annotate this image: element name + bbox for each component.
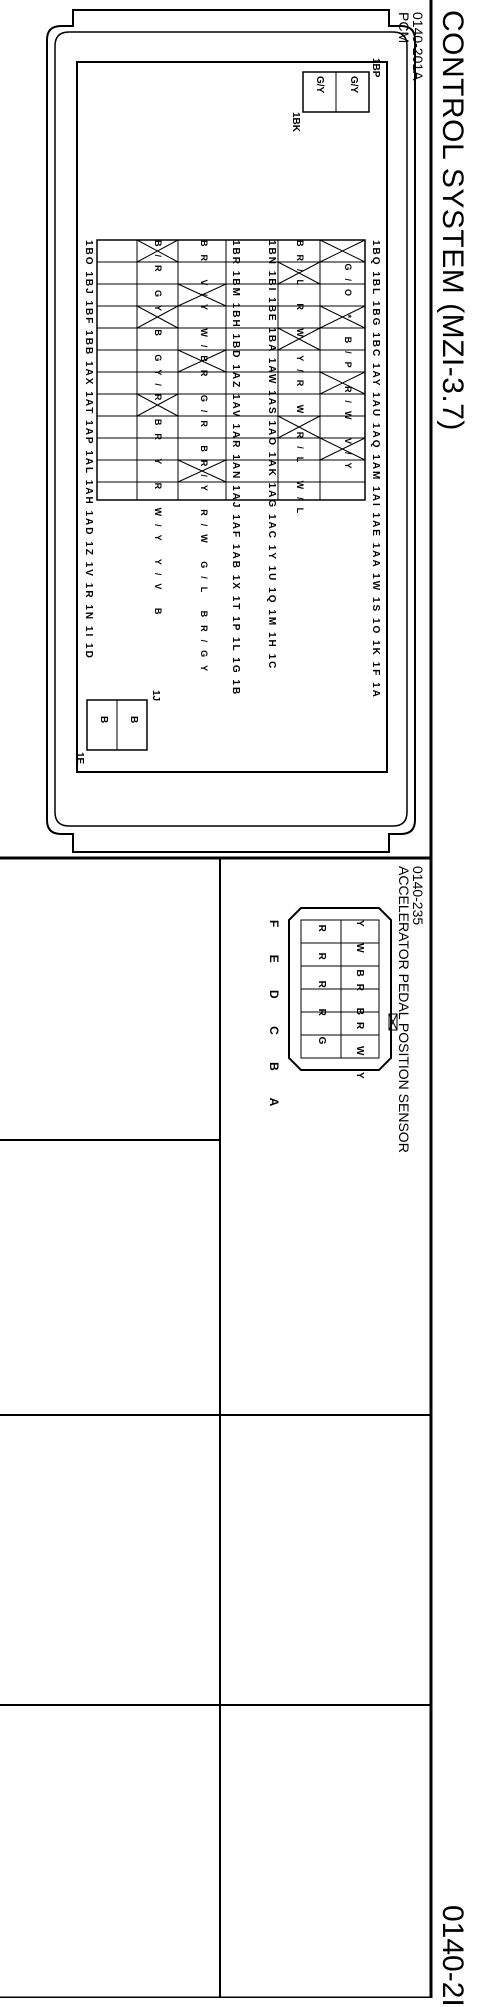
side-conn-wire-2: B <box>98 716 109 724</box>
app-top-pins: Y W BR BR W Y <box>354 920 365 1086</box>
side-conn-label-1: 1J <box>150 690 161 702</box>
pcm-second-wires: BR/L R W Y/R W R/L W/L <box>295 240 305 522</box>
small-conn-wire-2: G/Y <box>314 76 325 94</box>
pcm-fourth-wires: B/R GY B GY/R BR Y R W/Y Y/V B <box>153 240 163 623</box>
pcm-bottom-labels: 1BO 1BJ 1BF 1BB 1AX 1AT 1AP 1AL 1AH 1AD … <box>83 240 94 660</box>
app-bottom-pins: R R R R G <box>316 924 327 1054</box>
pcm-top-labels: 1BQ 1BL 1BG 1BC 1AY 1AU 1AQ 1AM 1AI 1AE … <box>370 240 381 699</box>
side-conn-wire-1: B <box>128 716 139 724</box>
small-conn-wire-1: G/Y <box>348 76 359 94</box>
app-pin-letters: F E D C B A <box>267 920 281 1119</box>
app-connector <box>288 907 398 1071</box>
side-conn-label-2: 1E <box>74 752 85 765</box>
small-conn-label-1: 1BP <box>370 58 381 78</box>
pcm-second-labels: 1BN 1BI 1BE 1BA 1AW 1AS 1AO 1AK 1AG 1AC … <box>266 240 277 671</box>
pcm-third-labels: 1BR 1BM 1BH 1BD 1AZ 1AV 1AR 1AN 1AJ 1AF … <box>230 240 241 697</box>
pcm-connector <box>46 9 416 853</box>
pcm-top-wires: G/O * B/P R/W V/Y <box>343 263 353 477</box>
small-conn-label-2: 1BK <box>290 112 301 133</box>
pcm-third-wires: BR V/Y W/BR G/R BR/Y R/W G/L BR/GY <box>199 240 209 680</box>
